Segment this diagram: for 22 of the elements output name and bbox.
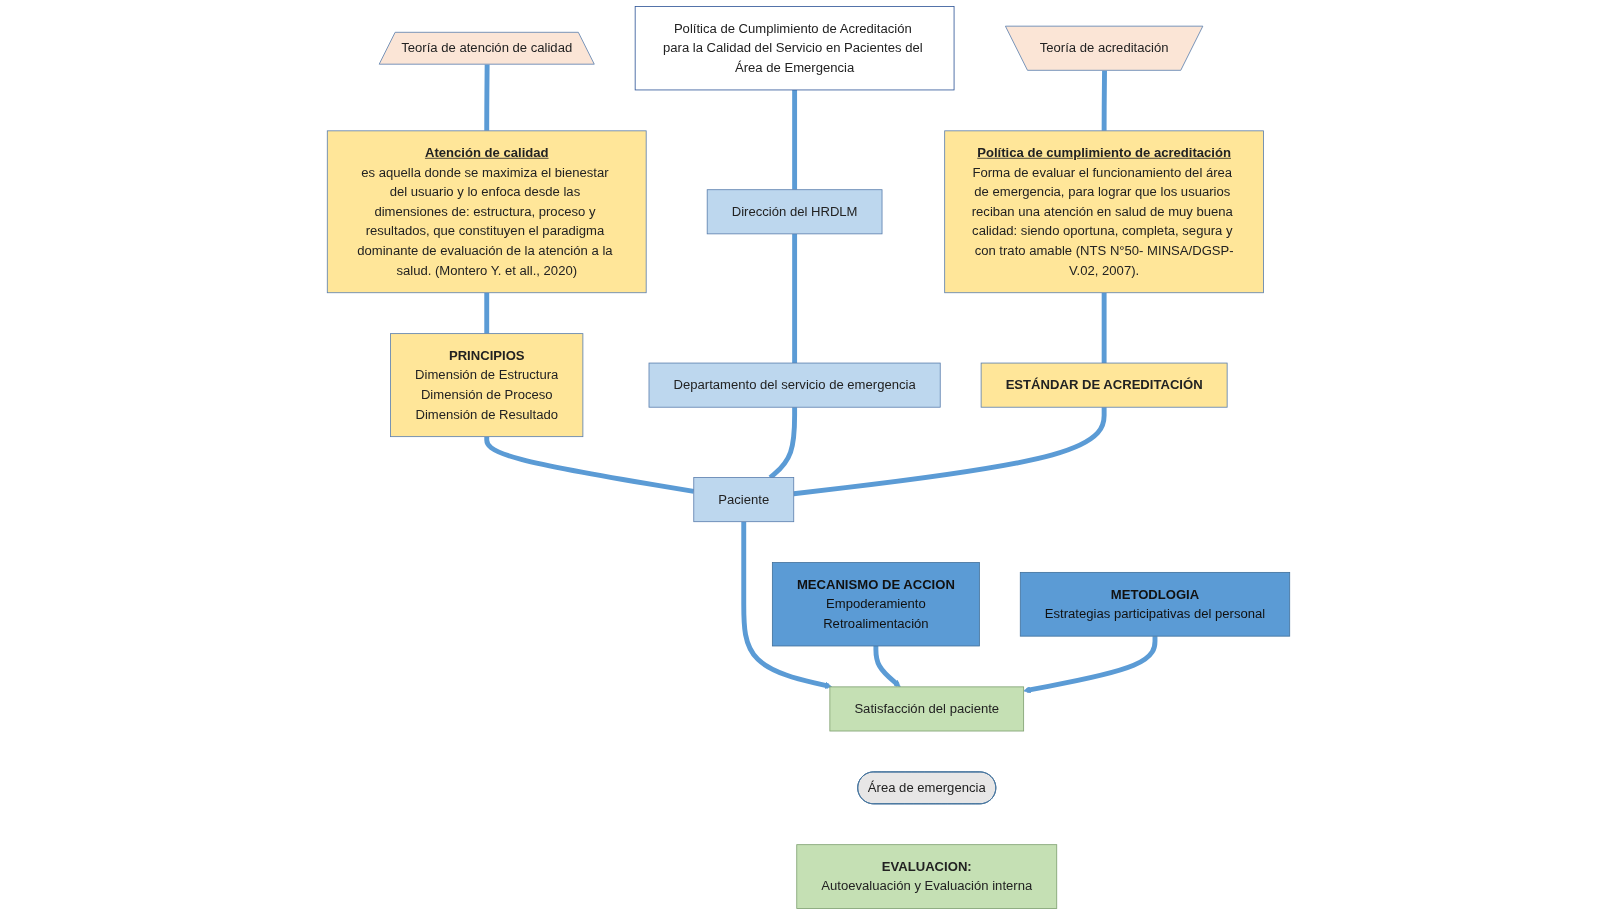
connector <box>791 89 797 190</box>
connector <box>792 407 1107 497</box>
node-box: Departamento del servicio de emergencia <box>648 362 941 408</box>
node-box: ESTÁNDAR DE ACREDITACIÓN <box>980 362 1228 408</box>
node-box: Política de cumplimiento de acreditación Forma de evaluar el funcionamiento del área de emergencia, para lograr que los usuarios reciban una atención en salud de muy buena calidad: siendo oportuna, completa, segura y con trato amable (NTS N°50- MINSA/DGSP-V.02, 2007). <box>943 130 1264 294</box>
node-box: MECANISMO DE ACCION Empoderamiento Retroalimentación <box>771 562 980 647</box>
arrow <box>1022 636 1157 694</box>
connector <box>483 64 490 131</box>
arrow <box>872 646 901 688</box>
node-box: Satisfacción del paciente <box>828 686 1024 732</box>
node-box: Paciente <box>692 477 794 523</box>
connector <box>483 292 489 334</box>
node-box: Atención de calidad es aquella donde se maximiza el bienestar del usuario y lo enfoca desde las dimensiones de: estructura, proceso y resultados, que constituyen el paradigma dominante de evaluación de la atención a la salud. (Montero Y. et all., 2020) <box>326 130 647 294</box>
node-box: Política de Cumplimiento de Acreditación para la Calidad del Servicio en Pacientes del Área de Emergencia <box>634 6 954 91</box>
connector <box>1101 292 1107 364</box>
connector <box>791 233 797 364</box>
connector <box>1101 70 1107 131</box>
node-box: EVALUACION: Autoevaluación y Evaluación interna <box>795 844 1057 909</box>
node-box: PRINCIPIOS Dimensión de Estructura Dimensión de Proceso Dimensión de Resultado <box>389 333 583 438</box>
node-box: Dirección del HRDLM <box>706 189 882 235</box>
node-box: METODLOGIA Estrategias participativas del personal <box>1019 572 1290 637</box>
arrow <box>740 521 832 689</box>
